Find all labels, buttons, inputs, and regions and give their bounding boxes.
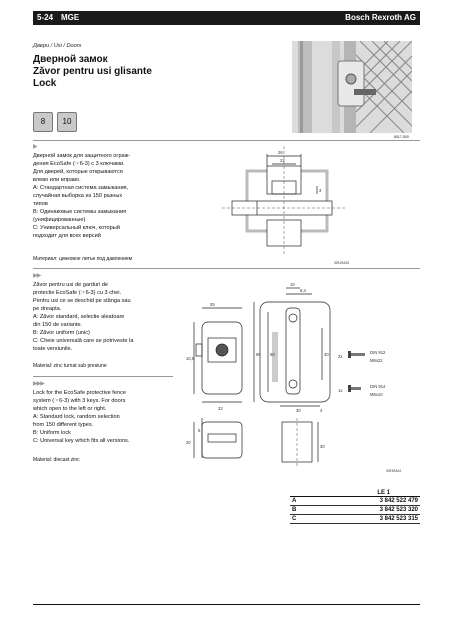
section-code: MGE [61, 13, 80, 22]
svg-text:5: 5 [198, 428, 201, 433]
table-row: C 3 842 523 315 [290, 514, 420, 524]
title-line-ro: Zăvor pentru usi glisante [33, 66, 152, 77]
part-number-cell: 3 842 523 315 [311, 514, 420, 524]
variant-cell: A [290, 497, 312, 506]
part-number-cell: 3 842 523 320 [311, 505, 420, 515]
screw-icon [348, 385, 361, 392]
svg-text:1x: 1x [338, 388, 343, 393]
footer-rule [33, 604, 420, 605]
ro-material: Material: zinc turnat sub presiune [33, 363, 107, 369]
breadcrumb: Двери / Usi / Doors [33, 43, 82, 49]
svg-text:8,4: 8,4 [300, 288, 306, 293]
page-number: 5-24 [37, 13, 54, 22]
part-number-cell: 3 842 522 479 [311, 497, 420, 506]
table-header: LE 1 [290, 490, 420, 497]
badge-profile-10: 10 [57, 112, 77, 132]
svg-text:20: 20 [186, 440, 191, 445]
svg-text:4: 4 [320, 408, 323, 413]
svg-text:22: 22 [218, 406, 223, 411]
table-row: A 3 842 522 479 [290, 497, 420, 506]
svg-text:M6x22: M6x22 [370, 358, 383, 363]
variant-cell: B [290, 505, 312, 515]
table-row: B 3 842 523 320 [290, 505, 420, 515]
svg-text:30: 30 [320, 444, 325, 449]
arrow-icon: ▶▶ [33, 273, 41, 279]
svg-text:10: 10 [290, 282, 295, 287]
svg-text:26: 26 [278, 150, 283, 155]
brand-name: Bosch Rexroth AG [345, 13, 416, 22]
arrow-icon: ▶▶▶ [33, 381, 45, 387]
svg-text:22: 22 [280, 158, 285, 163]
svg-text:DIN 912: DIN 912 [370, 350, 386, 355]
product-photo [292, 41, 412, 133]
variant-cell: C [290, 514, 312, 524]
svg-text:3091RA24: 3091RA24 [386, 469, 401, 473]
title-line-en: Lock [33, 78, 57, 89]
section-divider [33, 140, 420, 141]
svg-text:2x: 2x [338, 354, 343, 359]
page-header: 5-24 MGE Bosch Rexroth AG [33, 11, 420, 25]
page-title: Дверной замок Zăvor pentru usi glisante … [33, 54, 152, 90]
svg-text:M6x10: M6x10 [370, 392, 383, 397]
svg-text:90: 90 [256, 352, 261, 357]
svg-text:DIN 914: DIN 914 [370, 384, 386, 389]
order-table: LE 1 A 3 842 522 479 B 3 842 523 320 C 3… [290, 490, 420, 524]
svg-text:10,5: 10,5 [186, 356, 195, 361]
badge-profile-8: 8 [33, 112, 53, 132]
svg-text:25: 25 [210, 302, 215, 307]
svg-text:30: 30 [296, 408, 301, 413]
screw-icon [348, 351, 365, 358]
section-divider [33, 376, 173, 377]
ru-material: Материал: цинковое литье под давлением [33, 256, 133, 262]
arrow-icon: ▶ [33, 144, 38, 150]
photo-code: 6517-500 [394, 135, 409, 139]
svg-text:40: 40 [324, 352, 329, 357]
technical-drawing-1: 26 22 3 3091RA25 [222, 146, 352, 273]
title-line-ru: Дверной замок [33, 54, 108, 65]
section-divider [33, 268, 420, 269]
svg-text:3: 3 [319, 188, 322, 193]
technical-drawing-2: 25 10 8,4 10,5 60 90 40 22 30 4 20 5 30 … [172, 272, 420, 487]
svg-text:60: 60 [270, 352, 275, 357]
en-material: Material: diecast zinc [33, 457, 80, 463]
ru-description: Дверной замок для защитного ограж-дения … [33, 153, 131, 239]
svg-text:3091RA25: 3091RA25 [334, 261, 349, 265]
